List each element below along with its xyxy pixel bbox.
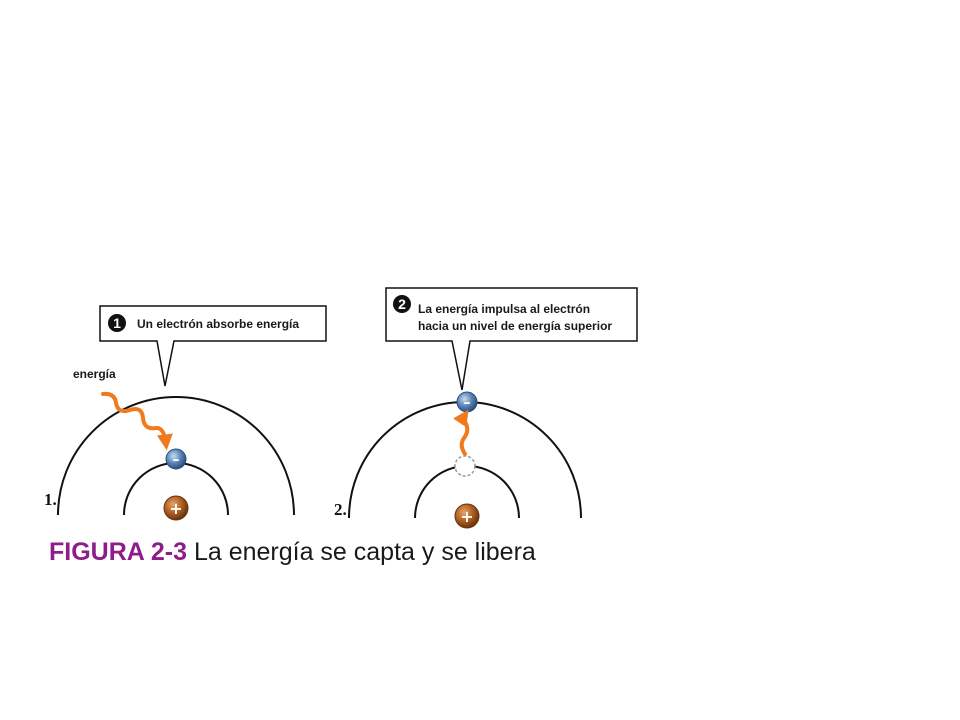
step-badge-2 bbox=[393, 295, 411, 313]
callout-1-text: Un electrón absorbe energía bbox=[137, 317, 299, 331]
step-badge-1 bbox=[108, 314, 126, 332]
callout-2-line-1: La energía impulsa al electrón bbox=[418, 302, 590, 316]
panel-2-number: 2. bbox=[334, 500, 347, 519]
nucleus-1 bbox=[163, 495, 189, 521]
panel-1: 1 Un electrón absorbe energía energía – … bbox=[44, 305, 327, 521]
electron-1-sign: – bbox=[173, 452, 180, 468]
panel-2: 2 La energía impulsa al electrón hacia u… bbox=[334, 287, 638, 529]
figure-caption: FIGURA 2-3 La energía se capta y se libe… bbox=[49, 538, 536, 567]
outer-orbit-1 bbox=[57, 396, 295, 516]
electron-2-sign: – bbox=[464, 395, 471, 411]
callout-2-line-2: hacia un nivel de energía superior bbox=[418, 319, 612, 333]
nucleus-1-sign: + bbox=[169, 499, 182, 518]
nucleus-2-sign: + bbox=[460, 507, 473, 526]
energy-label: energía bbox=[73, 367, 116, 381]
energy-wave-arrow bbox=[101, 391, 173, 451]
step-badge-2-number: 2 bbox=[398, 296, 406, 312]
figure-number: FIGURA 2-3 bbox=[49, 538, 187, 566]
step-badge-1-number: 1 bbox=[113, 315, 121, 331]
callout-box-2 bbox=[385, 287, 638, 391]
callout-box-1 bbox=[99, 305, 327, 387]
electron-1 bbox=[165, 448, 187, 470]
panel-1-number: 1. bbox=[44, 490, 57, 509]
figure-title: La energía se capta y se libera bbox=[193, 538, 536, 566]
electron-2-previous-position bbox=[454, 455, 476, 477]
nucleus-2 bbox=[454, 503, 480, 529]
excitation-arrow bbox=[453, 409, 470, 456]
